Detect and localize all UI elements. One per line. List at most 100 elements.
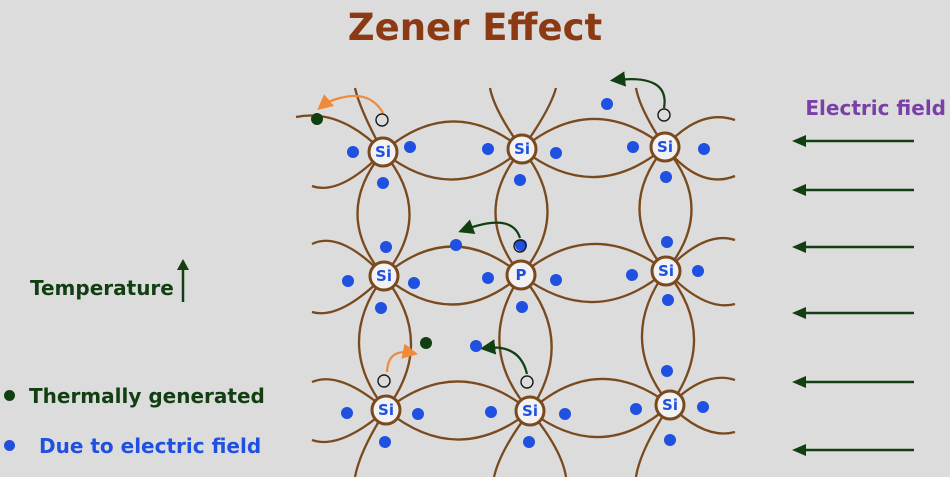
field-electron [559, 408, 571, 420]
bond-lens [498, 274, 553, 413]
field-electron [626, 269, 638, 281]
field-electron [660, 171, 672, 183]
field-electron [692, 265, 704, 277]
electrons [311, 98, 710, 448]
atom: Si [370, 394, 402, 426]
atom: Si [368, 260, 400, 292]
left-arrow-icon [792, 444, 914, 456]
bond-lens [383, 245, 523, 306]
atom-label: Si [376, 267, 392, 285]
field-electron [375, 302, 387, 314]
bond-lens [494, 148, 549, 277]
atom-core [654, 389, 686, 421]
legend-field: Due to electric field [4, 434, 261, 458]
atom-core [506, 133, 538, 165]
legend-thermal: Thermally generated [4, 384, 265, 408]
field-electron [698, 143, 710, 155]
hole [520, 375, 534, 389]
electric-field-label: Electric field [805, 96, 946, 120]
field-electron [550, 274, 562, 286]
atom-label: Si [658, 262, 674, 280]
field-electron [661, 236, 673, 248]
field-electron [404, 141, 416, 153]
curved-arrow-icon [385, 343, 419, 373]
hole [375, 113, 389, 127]
thermal-electron-icon [4, 390, 15, 401]
bond-lens [385, 380, 532, 441]
bond-lens [382, 120, 524, 181]
thermal-electron [420, 337, 432, 349]
atom-label: Si [522, 402, 538, 420]
field-electron [627, 141, 639, 153]
atom: Si [650, 255, 682, 287]
field-electron [380, 241, 392, 253]
atom: P [505, 259, 537, 291]
up-arrow-icon [177, 259, 189, 302]
field-electron [347, 146, 359, 158]
field-electron [342, 275, 354, 287]
diagram-title: Zener Effect [347, 6, 603, 49]
hole [513, 239, 527, 253]
atom-label: Si [375, 143, 391, 161]
left-arrow-icon [792, 135, 914, 147]
field-electron [450, 239, 462, 251]
temperature-label: Temperature [30, 276, 174, 300]
field-electron [485, 406, 497, 418]
atom: Si [654, 389, 686, 421]
curved-arrow-icon [317, 94, 384, 114]
bond-lens [520, 242, 668, 304]
curved-arrow-icon [609, 71, 666, 109]
field-electron [482, 143, 494, 155]
bond-lens [640, 270, 696, 407]
bond-lens [521, 117, 667, 179]
atom-label: Si [514, 140, 530, 158]
atom: Si [506, 133, 538, 165]
field-electron [341, 407, 353, 419]
atom-core [514, 395, 546, 427]
atom-label: P [516, 266, 527, 284]
curved-arrow-icon [458, 219, 522, 239]
atom-core [367, 136, 399, 168]
field-electron [664, 434, 676, 446]
field-electron [412, 408, 424, 420]
field-electron [661, 365, 673, 377]
thermal-electron [311, 113, 323, 125]
atom-core [650, 255, 682, 287]
field-electron [523, 436, 535, 448]
hole [657, 108, 671, 122]
field-electron [550, 147, 562, 159]
atom-core [370, 394, 402, 426]
field-electron [482, 272, 494, 284]
electric-field-arrows [792, 135, 914, 456]
atom-core [368, 260, 400, 292]
field-electron [697, 401, 709, 413]
bond-lines [295, 87, 736, 477]
field-electron [662, 294, 674, 306]
left-arrow-icon [792, 376, 914, 388]
legend-thermal-label: Thermally generated [29, 384, 265, 408]
atom-core [505, 259, 537, 291]
bond-lens [529, 377, 672, 439]
field-electron [516, 301, 528, 313]
hole [377, 374, 391, 388]
field-electron [408, 277, 420, 289]
field-electron [514, 174, 526, 186]
atom-label: Si [662, 396, 678, 414]
atom: Si [649, 131, 681, 163]
curved-arrow-icon [479, 339, 529, 375]
field-electron [601, 98, 613, 110]
atom: Si [367, 136, 399, 168]
left-arrow-icon [792, 184, 914, 196]
carrier-motion-arrows [317, 71, 666, 375]
atom: Si [514, 395, 546, 427]
field-electron [379, 436, 391, 448]
atom-label: Si [657, 138, 673, 156]
left-arrow-icon [792, 241, 914, 253]
legend-field-label: Due to electric field [39, 434, 262, 458]
field-electron-icon [4, 440, 15, 451]
left-arrow-icon [792, 307, 914, 319]
field-electron [377, 177, 389, 189]
field-electron [630, 403, 642, 415]
